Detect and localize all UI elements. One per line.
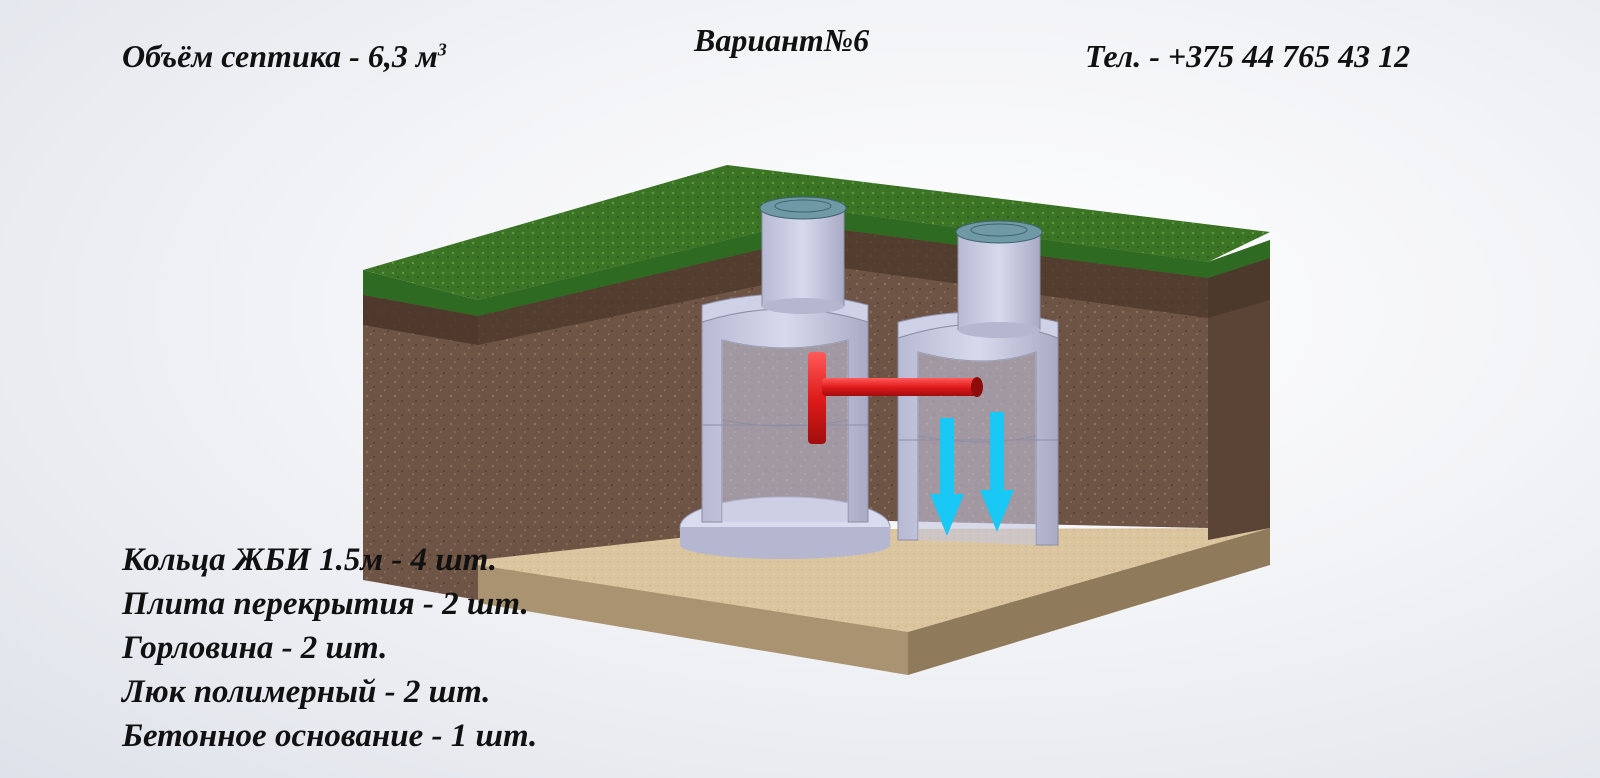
flow-arrow-icon — [980, 412, 1014, 532]
grass-top — [363, 165, 1270, 300]
grass-edge-back — [478, 212, 1270, 316]
sand-side-right — [908, 528, 1270, 675]
list-item: Плита перекрытия - 2 шт. — [122, 586, 529, 622]
septic-volume-label: Объём септика - 6,3 м3 — [122, 38, 447, 75]
overflow-pipe — [808, 352, 983, 444]
well-2-neck — [957, 231, 1041, 331]
list-item: Люк полимерный - 2 шт. — [122, 674, 491, 710]
list-item: Бетонное основание - 1 шт. — [122, 718, 538, 754]
grass-edge-left — [363, 270, 478, 316]
volume-text: Объём септика - 6,3 м — [122, 38, 438, 74]
components-list: Кольца ЖБИ 1.5м - 4 шт. Плита перекрытия… — [122, 538, 537, 758]
variant-title: Вариант№6 — [694, 22, 870, 58]
soil-wall-right — [1208, 240, 1270, 540]
phone-number: Тел. - +375 44 765 43 12 — [1085, 38, 1411, 74]
sand-floor-top — [478, 528, 1270, 632]
topsoil-left — [363, 295, 478, 345]
soil-wall-left — [363, 278, 478, 600]
filtration-arrows — [930, 412, 1014, 536]
topsoil-back — [478, 230, 1270, 345]
pipe-horizontal — [822, 378, 977, 396]
list-item: Горловина - 2 шт. — [122, 630, 388, 666]
flow-arrow-icon — [930, 418, 964, 536]
sand-side-front — [478, 565, 908, 675]
volume-superscript: 3 — [437, 39, 447, 60]
pipe-vertical — [808, 352, 826, 444]
well-1-neck — [761, 207, 845, 307]
list-item: Кольца ЖБИ 1.5м - 4 шт. — [122, 542, 498, 578]
